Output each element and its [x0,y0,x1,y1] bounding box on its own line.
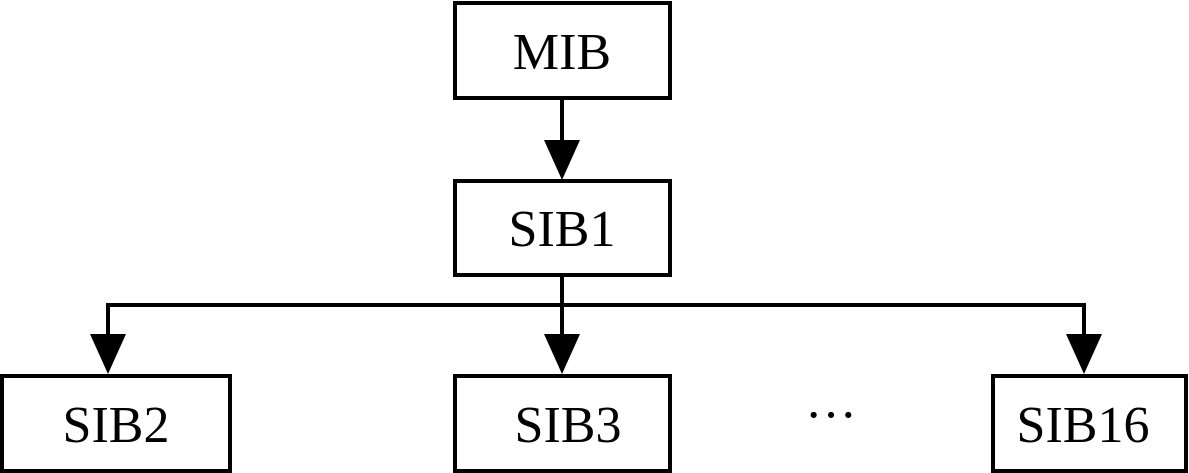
node-sib2-label: SIB2 [63,397,170,454]
node-sib2-box [0,374,232,473]
arrow-head-sib3 [544,334,580,374]
node-mib-label: MIB [513,24,611,81]
ellipsis-more-sibs: ··· [805,387,857,444]
node-sib16-label: SIB16 [1017,397,1150,454]
node-sib1-label: SIB1 [509,201,616,258]
node-sib16: SIB16 [991,374,1188,473]
arrow-head-sib16 [1066,334,1102,374]
arrow-head-sib1 [544,140,580,180]
node-sib1-box [453,179,672,277]
node-mib: MIB [453,1,672,100]
node-sib1: SIB1 [453,179,672,277]
arrow-head-sib2 [90,334,126,374]
node-sib3-box [453,374,672,473]
node-sib2: SIB2 [0,374,232,473]
connectors [90,98,1102,374]
node-mib-box [453,1,672,100]
node-sib16-box [991,374,1188,473]
node-sib3-label: SIB3 [515,397,622,454]
node-sib3: SIB3 [453,374,672,473]
